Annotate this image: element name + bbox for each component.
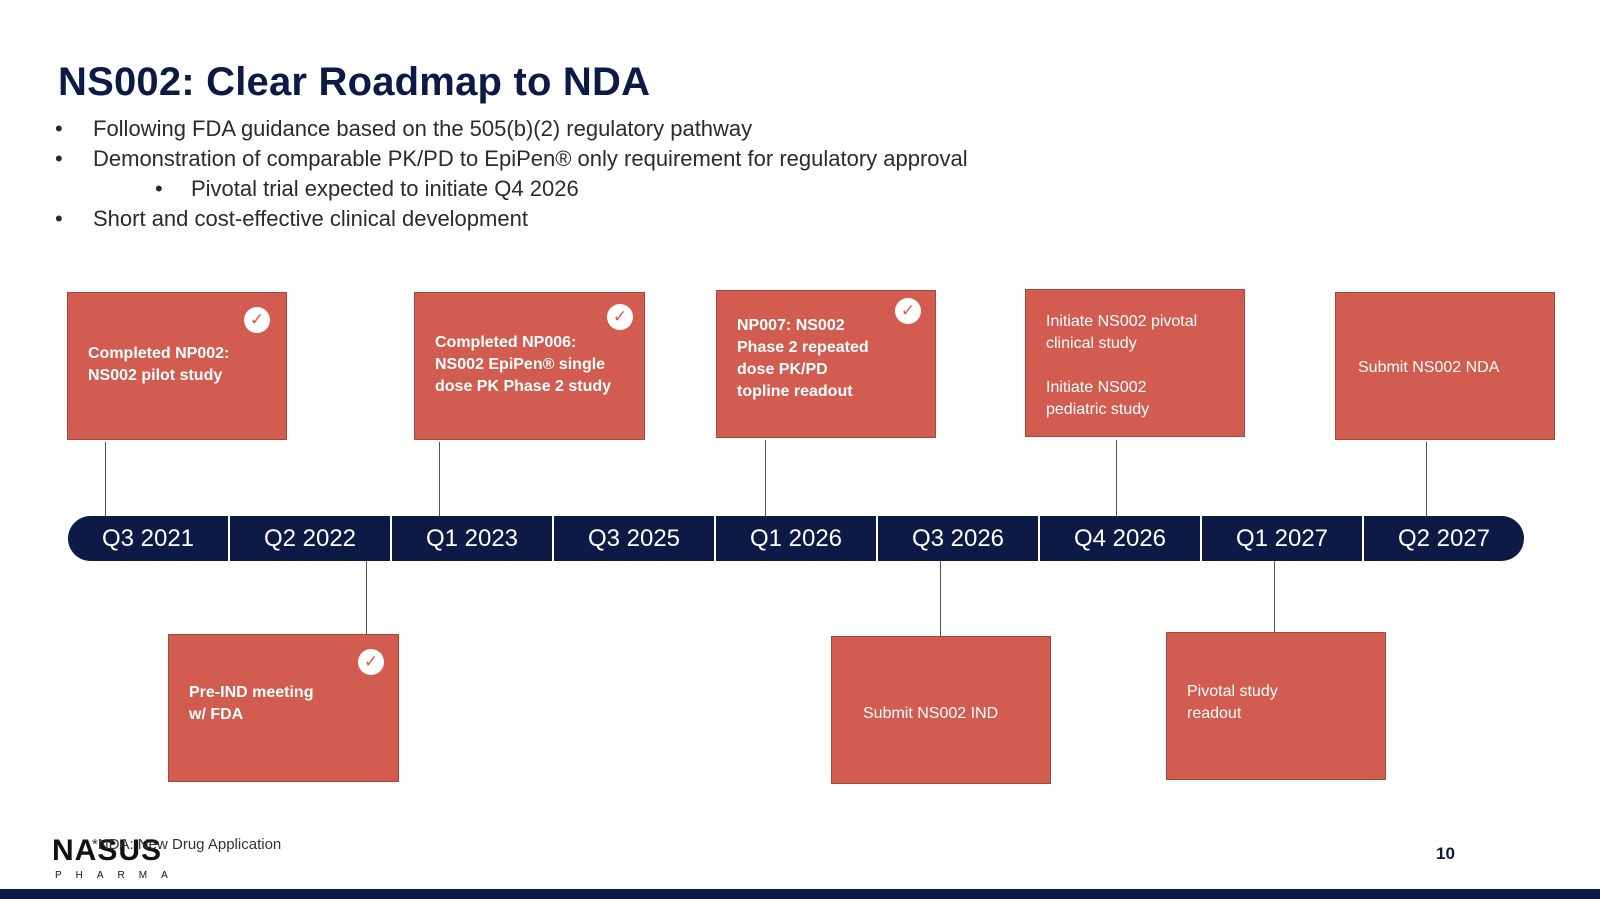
quarter-divider bbox=[228, 516, 230, 561]
connector-nda bbox=[1426, 442, 1427, 516]
connector-pivotal bbox=[1116, 440, 1117, 516]
bullet-item: • Short and cost-effective clinical deve… bbox=[55, 206, 528, 232]
milestone-text: Submit NS002 NDA bbox=[1358, 359, 1500, 376]
milestone-text: Initiate NS002 pivotal clinical study In… bbox=[1046, 313, 1198, 418]
quarter-divider bbox=[714, 516, 716, 561]
quarter-label: Q2 2027 bbox=[1397, 525, 1491, 552]
page-number: 10 bbox=[1436, 844, 1455, 863]
bullet-text: Following FDA guidance based on the 505(… bbox=[93, 116, 753, 141]
bottom-bar bbox=[0, 889, 1600, 899]
quarter-divider bbox=[876, 516, 878, 561]
quarter-label: Q4 2026 bbox=[1073, 525, 1167, 552]
check-circle-icon: ✓ bbox=[895, 298, 921, 324]
bullet-marker: • bbox=[155, 176, 163, 201]
quarter-divider bbox=[390, 516, 392, 561]
quarter-label: Q1 2023 bbox=[425, 525, 519, 552]
slide-title: NS002: Clear Roadmap to NDA bbox=[58, 60, 651, 104]
footnote: *NDA: New Drug Application bbox=[92, 836, 282, 853]
quarter-label: Q3 2021 bbox=[101, 525, 195, 552]
milestone-np002: ✓ Completed NP002: NS002 pilot study bbox=[67, 292, 287, 440]
quarter-divider bbox=[1038, 516, 1040, 561]
milestone-pre-ind: ✓ Pre-IND meeting w/ FDA bbox=[168, 634, 399, 782]
timeline-bar: Q3 2021 Q2 2022 Q1 2023 Q3 2025 Q1 2026 … bbox=[68, 516, 1524, 561]
milestone-text: NP007: NS002 Phase 2 repeated dose PK/PD… bbox=[737, 317, 869, 400]
bullet-item: • Demonstration of comparable PK/PD to E… bbox=[55, 146, 968, 172]
quarter-label: Q1 2026 bbox=[749, 525, 843, 552]
connector-np002 bbox=[105, 442, 106, 516]
milestone-text: Submit NS002 IND bbox=[863, 705, 999, 722]
quarter-label: Q1 2027 bbox=[1235, 525, 1329, 552]
quarter-label: Q3 2026 bbox=[911, 525, 1005, 552]
check-circle-icon: ✓ bbox=[358, 649, 384, 675]
check-circle-icon: ✓ bbox=[244, 307, 270, 333]
connector-pre-ind bbox=[366, 561, 367, 634]
connector-np006 bbox=[439, 442, 440, 516]
bullet-item: • Following FDA guidance based on the 50… bbox=[55, 116, 753, 142]
milestone-text: Pivotal study readout bbox=[1187, 683, 1278, 722]
connector-readout bbox=[1274, 561, 1275, 632]
milestone-readout: Pivotal study readout bbox=[1166, 632, 1386, 780]
milestone-text: Completed NP002: NS002 pilot study bbox=[88, 345, 230, 384]
milestone-np007: ✓ NP007: NS002 Phase 2 repeated dose PK/… bbox=[716, 290, 936, 438]
check-circle-icon: ✓ bbox=[607, 304, 633, 330]
milestone-nda: Submit NS002 NDA bbox=[1335, 292, 1555, 440]
sub-bullet-item: • Pivotal trial expected to initiate Q4 … bbox=[155, 176, 579, 202]
milestone-ind: Submit NS002 IND bbox=[831, 636, 1051, 784]
connector-np007 bbox=[765, 440, 766, 516]
milestone-text: Completed NP006: NS002 EpiPen® single do… bbox=[435, 334, 612, 395]
quarter-label: Q2 2022 bbox=[263, 525, 357, 552]
quarter-label: Q3 2025 bbox=[587, 525, 681, 552]
connector-ind bbox=[940, 561, 941, 636]
milestone-np006: ✓ Completed NP006: NS002 EpiPen® single … bbox=[414, 292, 645, 440]
bullet-text: Demonstration of comparable PK/PD to Epi… bbox=[93, 146, 968, 171]
bullet-marker: • bbox=[55, 206, 63, 231]
company-logo-sub: PHARMA bbox=[55, 870, 182, 881]
quarter-divider bbox=[552, 516, 554, 561]
bullet-text: Short and cost-effective clinical develo… bbox=[93, 206, 528, 231]
company-logo: NASUS bbox=[52, 834, 163, 867]
bullet-marker: • bbox=[55, 116, 63, 141]
bullet-marker: • bbox=[55, 146, 63, 171]
milestone-text: Pre-IND meeting w/ FDA bbox=[189, 684, 314, 723]
quarter-divider bbox=[1200, 516, 1202, 561]
quarter-divider bbox=[1362, 516, 1364, 561]
milestone-pivotal: Initiate NS002 pivotal clinical study In… bbox=[1025, 289, 1245, 437]
bullet-text: Pivotal trial expected to initiate Q4 20… bbox=[191, 176, 579, 201]
